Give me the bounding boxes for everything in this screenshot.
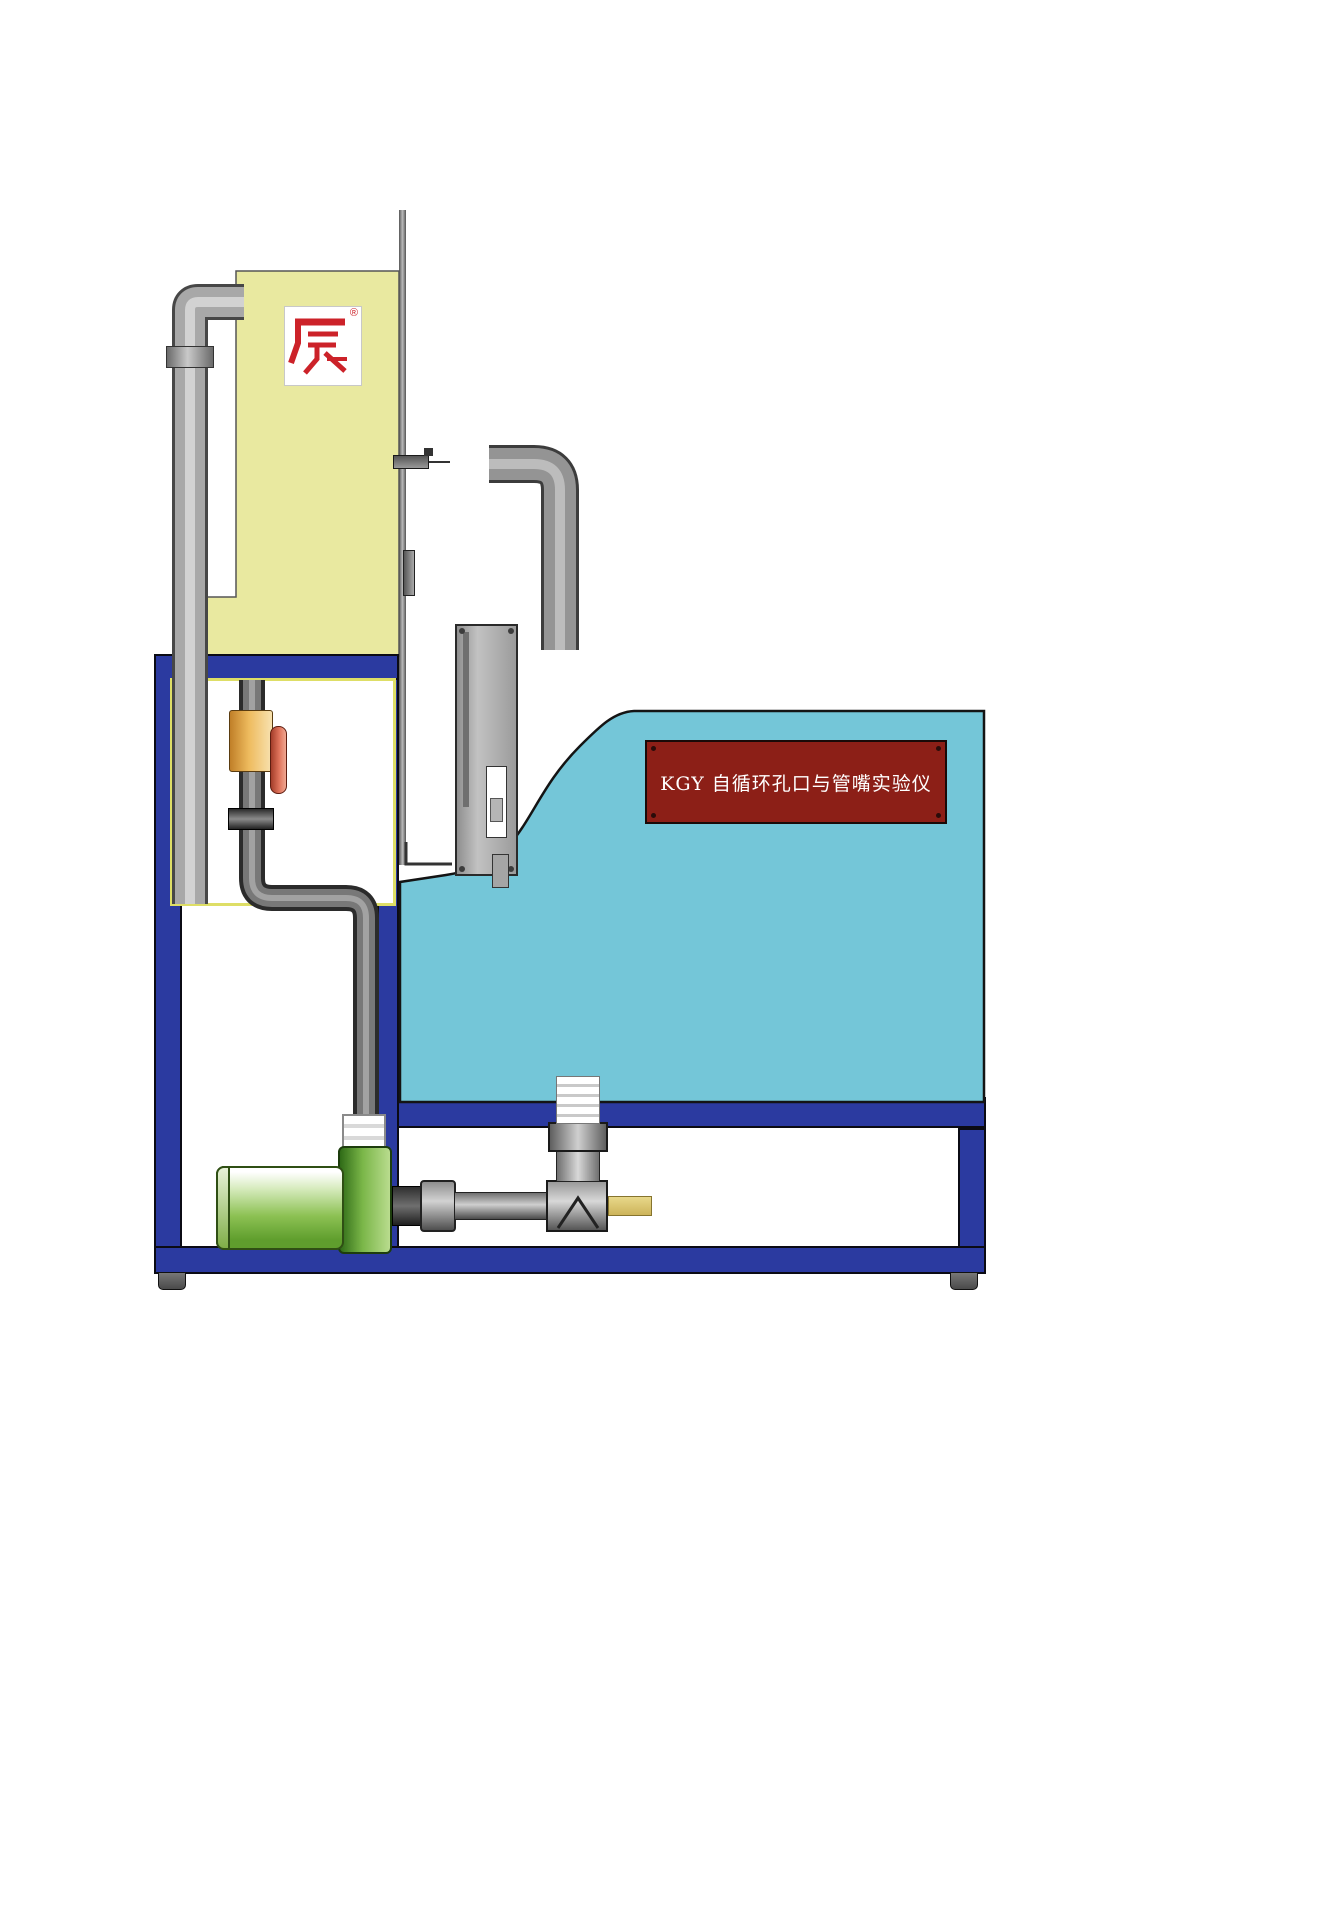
riser-collar: [548, 1122, 608, 1152]
motor-end-cap: [216, 1166, 230, 1250]
gate-panel: [455, 624, 518, 876]
brass-nipple: [608, 1196, 652, 1216]
panel-screw-icon: [459, 866, 465, 872]
supply-pipe: [172, 284, 244, 904]
tee-notch-icon: [556, 1195, 600, 1229]
drain-valve-body: [229, 710, 273, 772]
nameplate-screw-icon: [651, 813, 656, 818]
drain-pipe: [239, 680, 379, 1124]
nameplate-screw-icon: [936, 746, 941, 751]
panel-tab: [492, 854, 509, 888]
registered-trademark-mark: ®: [349, 307, 358, 319]
panel-screw-icon: [508, 866, 514, 872]
pipe-collar: [166, 346, 214, 368]
panel-screw-icon: [508, 628, 514, 634]
overflow-pipe: [489, 445, 579, 650]
tee-fitting: [546, 1180, 608, 1232]
pump-coupling: [392, 1186, 422, 1226]
panel-screw-icon: [459, 628, 465, 634]
nameplate: KGY 自循环孔口与管嘴实验仪: [645, 740, 947, 824]
panel-groove: [463, 632, 469, 807]
discharge-pipe: [454, 1192, 550, 1220]
frame-bottom-beam: [154, 1246, 986, 1274]
threaded-fitting: [556, 1076, 600, 1124]
pipe-union: [228, 808, 274, 830]
leveling-foot-left: [158, 1272, 186, 1290]
pump-inlet-union: [342, 1114, 386, 1150]
pump-housing: [338, 1146, 392, 1254]
discharge-flange: [420, 1180, 456, 1232]
sight-glass-slider: [490, 798, 503, 822]
brand-logo-plate: ®: [284, 306, 362, 386]
nameplate-screw-icon: [936, 813, 941, 818]
brand-logo-icon: [288, 318, 347, 375]
frame-right-post: [958, 1128, 986, 1248]
nameplate-screw-icon: [651, 746, 656, 751]
riser-pipe: [556, 1150, 600, 1182]
valve-handle: [270, 726, 287, 794]
rod-clamp-lower: [403, 550, 415, 596]
rod-clamp-bolt: [424, 448, 433, 456]
panel-bracket: [404, 842, 452, 866]
leveling-foot-right: [950, 1272, 978, 1290]
support-rod: [399, 210, 406, 865]
rod-clamp-upper: [393, 455, 429, 469]
pump-motor: [216, 1166, 344, 1250]
nameplate-label: KGY 自循环孔口与管嘴实验仪: [660, 772, 932, 795]
